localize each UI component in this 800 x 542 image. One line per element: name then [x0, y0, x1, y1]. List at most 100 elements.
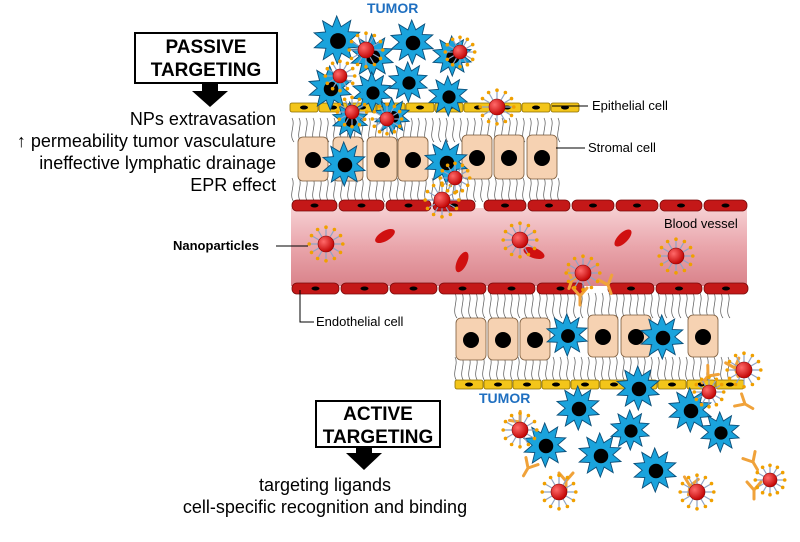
epithelial-nucleus: [668, 382, 676, 387]
np-ligand: [450, 62, 455, 67]
matrix-fiber: [636, 292, 640, 319]
matrix-fiber: [482, 356, 486, 382]
matrix-fiber: [671, 356, 675, 382]
matrix-fiber: [508, 177, 512, 203]
matrix-fiber: [685, 356, 689, 382]
matrix-fiber: [468, 356, 472, 382]
passive-line: ↑ permeability tumor vasculature: [16, 131, 276, 151]
np-ligand: [347, 48, 352, 52]
matrix-fiber: [291, 177, 295, 203]
matrix-fiber: [601, 292, 605, 319]
matrix-fiber: [361, 177, 365, 203]
np-ligand: [532, 419, 537, 424]
matrix-fiber: [517, 292, 521, 319]
np-ligand: [480, 96, 485, 101]
np-ligand: [526, 252, 531, 257]
tumor-nucleus: [330, 33, 346, 49]
passive-down-arrow: [192, 83, 228, 107]
stromal-nucleus: [501, 150, 517, 166]
np-ligand: [350, 81, 355, 86]
np-ligand: [349, 56, 354, 61]
np-ligand: [518, 254, 522, 259]
endothelial-nucleus: [507, 286, 516, 291]
np-ligand: [425, 206, 430, 211]
np-ligand: [385, 131, 389, 136]
np-ligand: [595, 279, 600, 284]
endothelial-nucleus: [360, 286, 369, 291]
np-ligand: [355, 62, 360, 67]
np-ligand: [518, 411, 522, 416]
np-ligand: [518, 445, 522, 449]
np-ligand: [532, 229, 537, 234]
np-ligand: [495, 88, 499, 92]
nanoparticle: [511, 421, 529, 439]
np-ligand: [503, 229, 508, 234]
matrix-fiber: [487, 177, 491, 203]
np-ligand: [501, 428, 506, 432]
matrix-fiber: [368, 177, 372, 203]
np-ligand: [307, 242, 312, 246]
epithelial-nucleus: [610, 382, 618, 387]
matrix-fiber: [522, 177, 526, 203]
np-ligand: [682, 239, 687, 244]
np-ligand: [674, 237, 678, 241]
np-ligand: [688, 245, 693, 250]
np-ligand: [780, 485, 785, 490]
matrix-fiber: [587, 292, 591, 319]
np-ligand: [392, 129, 397, 134]
passive-targeting-box: PASSIVE TARGETING: [134, 32, 278, 84]
active-line: cell-specific recognition and binding: [182, 497, 468, 517]
matrix-fiber: [305, 177, 309, 203]
nanoparticle: [735, 361, 753, 379]
matrix-fiber: [375, 177, 379, 203]
nanoparticle: [688, 483, 706, 501]
blood-vessel-label: Blood vessel: [664, 216, 738, 231]
matrix-fiber: [326, 177, 330, 203]
stromal-nucleus: [469, 150, 485, 166]
matrix-fiber: [545, 356, 549, 382]
np-ligand: [478, 105, 483, 109]
np-ligand: [453, 190, 457, 195]
epithelial-nucleus: [416, 105, 424, 110]
np-ligand: [759, 368, 763, 372]
nanoparticle: [447, 170, 463, 186]
matrix-fiber: [559, 292, 563, 319]
endothelial-nucleus: [722, 286, 730, 291]
np-ligand: [695, 473, 699, 478]
epithelial-nucleus: [300, 105, 308, 110]
np-ligand: [688, 262, 693, 267]
matrix-fiber: [552, 292, 556, 319]
matrix-fiber: [494, 177, 498, 203]
matrix-fiber: [475, 356, 479, 382]
np-ligand: [362, 117, 367, 122]
np-ligand: [335, 110, 340, 114]
np-ligand: [712, 490, 716, 494]
tumor-nucleus: [366, 86, 380, 100]
np-ligand: [509, 413, 514, 418]
matrix-fiber: [524, 356, 528, 382]
np-ligand: [445, 188, 450, 193]
np-ligand: [535, 428, 539, 432]
matrix-fiber: [517, 356, 521, 382]
endothelial-nucleus: [675, 286, 683, 291]
np-ligand: [350, 66, 355, 71]
antibody-shape: [522, 456, 540, 478]
np-ligand: [692, 390, 697, 394]
np-ligand: [338, 250, 343, 255]
nanoparticle: [762, 472, 778, 488]
np-ligand: [572, 256, 577, 261]
antibody-shape: [741, 450, 759, 472]
np-ligand: [332, 256, 337, 261]
np-ligand: [352, 74, 357, 78]
np-ligand: [709, 498, 714, 503]
np-ligand: [725, 368, 729, 372]
np-ligand: [768, 492, 772, 497]
np-ligand: [372, 109, 377, 114]
np-ligand: [443, 50, 448, 54]
np-ligand: [699, 402, 704, 407]
np-ligand: [581, 288, 585, 292]
passive-line: ineffective lymphatic drainage: [39, 153, 276, 173]
np-ligand: [691, 254, 695, 258]
matrix-fiber: [529, 177, 533, 203]
np-ligand: [714, 377, 719, 382]
